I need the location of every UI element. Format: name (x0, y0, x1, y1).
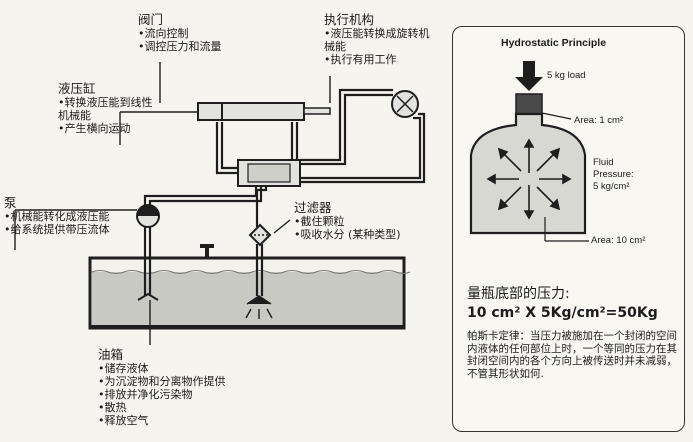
large-area-label: Area: 10 cm² (591, 235, 646, 246)
piston (515, 93, 543, 115)
leader-lines (14, 62, 331, 345)
pump (136, 204, 160, 228)
pressure-vessel-figure (469, 61, 589, 242)
filter-label: 过滤器 •截住颗粒 •吸收水分 (某种类型) (294, 200, 401, 241)
valve-label: 阀门 •流向控制 •调控压力和流量 (138, 12, 222, 53)
load-arrow (515, 61, 543, 91)
filter (248, 223, 272, 247)
actuator-label: 执行机构 •液压能转换成旋转机 械能 •执行有用工作 (324, 12, 430, 66)
pump-label: 泵 •机械能转化成液压能 •给系统提供带压流体 (4, 195, 110, 236)
cylinder-label: 液压缸 •转换液压能到线性 机械能 •产生横向运动 (58, 81, 153, 135)
hydraulic-cylinder (197, 102, 331, 121)
control-valve (237, 159, 301, 187)
panel-title: Hydrostatic Principle (501, 37, 607, 49)
pressure-arrows (486, 138, 572, 220)
fluid-pressure-label: Fluid Pressure: 5 kg/cm² (593, 157, 634, 192)
tank (88, 244, 411, 330)
pressure-formula: 10 cm² X 5Kg/cm²=50Kg (467, 305, 658, 321)
tank-label: 油箱 •储存液体 •为沉淀物和分离物作提供 •排放并净化污染物 •散热 •释放空… (98, 347, 226, 427)
formula-heading: 量瓶底部的压力: (467, 286, 570, 302)
return-diffuser (245, 295, 273, 319)
hydraulic-motor (391, 90, 419, 118)
load-label: 5 kg load (547, 70, 586, 81)
hydrostatic-principle-panel: Hydrostatic Principle 5 kg load Area: 1 … (452, 26, 685, 432)
pascal-law-text: 帕斯卡定律：当压力被施加在一个封闭的空间内液体的任何部位上时，一个等同的压力在其… (467, 330, 677, 380)
suction-strainer (137, 292, 159, 301)
small-area-label: Area: 1 cm² (574, 115, 624, 126)
